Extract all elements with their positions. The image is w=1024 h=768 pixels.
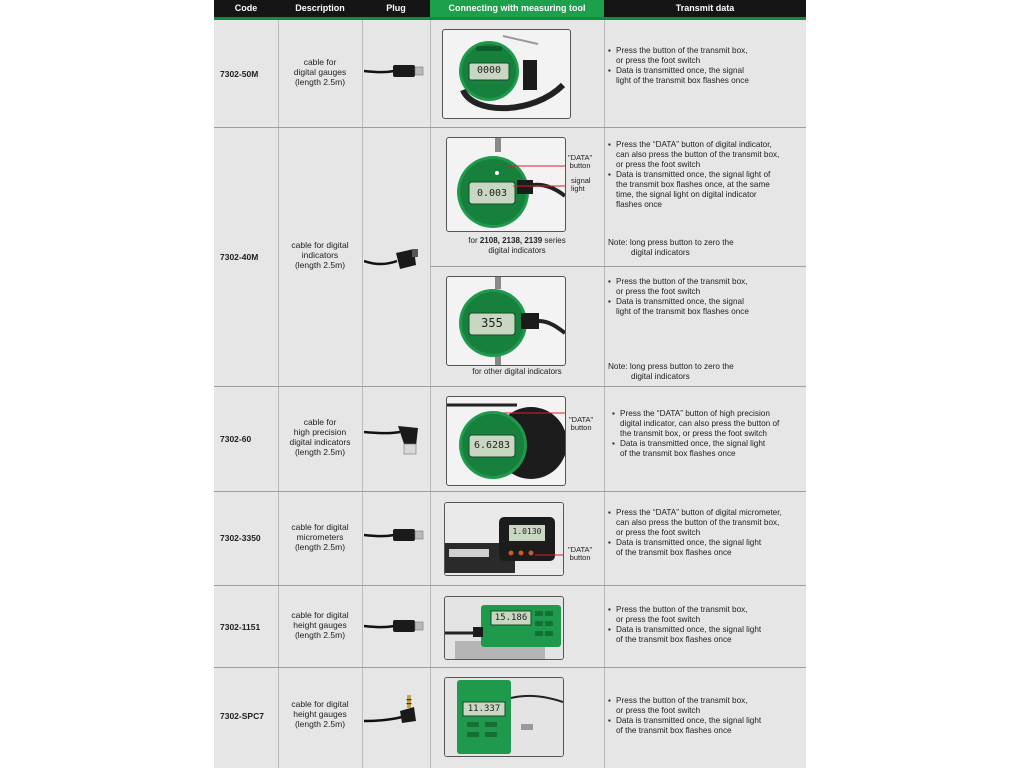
data-button-label: "DATA" button [568, 545, 593, 562]
plug-image [364, 422, 428, 456]
lcd-readout: 0000 [476, 65, 502, 76]
transmit-text: Press the “DATA” button of digital micro… [608, 508, 804, 558]
plug-image [364, 693, 428, 729]
lcd-readout: 1.0130 [512, 527, 542, 536]
header-code: Code [214, 0, 278, 20]
column-divider [604, 20, 605, 768]
row-description: cable for digital height gauges (length … [291, 699, 349, 729]
indicator-series-caption: for 2108, 2138, 2139 series digital indi… [468, 236, 566, 255]
zero-note: Note: long press button to zero the digi… [608, 238, 734, 257]
cable-spec-table: Code Description Plug Connecting with me… [214, 0, 806, 768]
row-divider [214, 127, 806, 128]
photo-digital-micrometer: 1.0130 [444, 502, 564, 576]
lcd-readout: 6.6283 [473, 440, 511, 451]
transmit-text: Press the button of the transmit box, or… [608, 605, 804, 645]
photo-high-precision-indicator: 6.6283 [446, 396, 566, 486]
header-connecting: Connecting with measuring tool [430, 0, 604, 20]
row-divider [214, 491, 806, 492]
photo-digital-indicator-data-button: 0.003 [446, 137, 566, 232]
row-code: 7302-50M [220, 69, 259, 79]
photo-height-gauge-spc7: 11.337 [444, 677, 564, 757]
row-code: 7302-1151 [220, 622, 261, 632]
plug-image [364, 60, 428, 82]
row-code: 7302-60 [220, 434, 252, 444]
row-description: cable for digital height gauges (length … [291, 610, 349, 640]
row-code: 7302-3350 [220, 533, 261, 543]
zero-note: Note: long press button to zero the digi… [608, 362, 734, 381]
other-indicator-caption: for other digital indicators [472, 367, 562, 376]
photo-other-digital-indicator: 355 [446, 276, 566, 366]
row-divider [214, 585, 806, 586]
lcd-readout: 15.186 [494, 613, 528, 623]
photo-digital-gauge: 0000 [442, 29, 571, 119]
header-description: Description [278, 0, 362, 20]
plug-image [364, 245, 428, 275]
lcd-readout: 0.003 [476, 188, 508, 199]
signal-light-label: signal light [571, 176, 591, 193]
row-divider [214, 386, 806, 387]
column-divider [278, 20, 279, 768]
data-button-label: "DATA" button [568, 153, 593, 170]
row-divider [214, 667, 806, 668]
column-divider [430, 20, 431, 768]
transmit-text: Press the “DATA” button of high precisio… [612, 409, 804, 459]
header-transmit: Transmit data [604, 0, 806, 20]
row-description: cable for digital micrometers (length 2.… [291, 522, 349, 552]
row-description: cable for digital indicators (length 2.5… [291, 240, 349, 270]
row-divider [430, 266, 806, 267]
row-code: 7302-SPC7 [220, 711, 264, 721]
photo-height-gauge: 15.186 [444, 596, 564, 660]
transmit-text: Press the button of the transmit box, or… [608, 46, 804, 86]
row-description: cable for high precision digital indicat… [289, 417, 351, 457]
header-plug: Plug [362, 0, 430, 20]
lcd-readout: 355 [481, 316, 503, 330]
row-code: 7302-40M [220, 252, 259, 262]
plug-image [364, 615, 428, 637]
transmit-text: Press the button of the transmit box, or… [608, 696, 804, 736]
transmit-text: Press the button of the transmit box, or… [608, 277, 804, 317]
lcd-readout: 11.337 [467, 704, 501, 714]
row-description: cable for digital gauges (length 2.5m) [293, 57, 347, 87]
transmit-text: Press the “DATA” button of digital indic… [608, 140, 804, 210]
plug-image [364, 524, 428, 546]
column-divider [362, 20, 363, 768]
data-button-label: "DATA" button [569, 415, 594, 432]
